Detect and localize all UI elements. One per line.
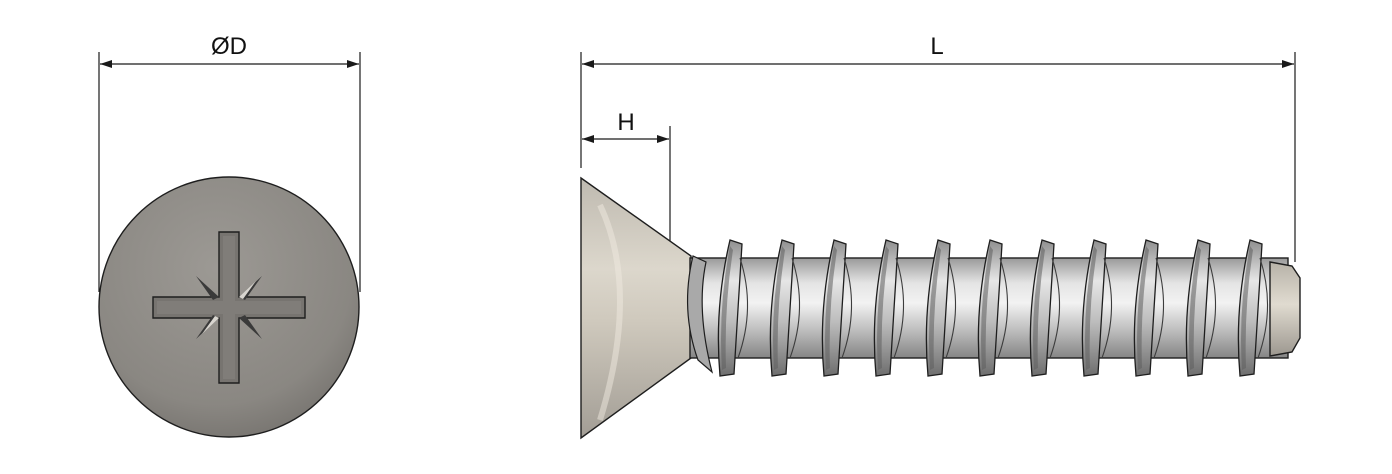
thread-turn xyxy=(717,239,749,377)
thread-turn xyxy=(1029,239,1061,377)
thread-turn xyxy=(977,239,1009,377)
thread-turn xyxy=(1185,239,1217,377)
thread-turn xyxy=(925,239,957,377)
length-label: L xyxy=(930,33,943,60)
thread-turn xyxy=(1237,239,1269,377)
thread-lead-in xyxy=(686,255,714,374)
countersunk-head xyxy=(580,176,692,440)
head-top-view: ØD xyxy=(98,33,361,438)
thread-turn xyxy=(1081,239,1113,377)
head-height-label: H xyxy=(617,109,634,136)
thread-turns xyxy=(686,239,1269,377)
screw-tip xyxy=(1269,261,1301,357)
diameter-label: ØD xyxy=(211,33,247,60)
pozidriv-recess-icon xyxy=(152,231,306,384)
thread-turn xyxy=(873,239,905,377)
thread-turn xyxy=(769,239,801,377)
thread-turn xyxy=(821,239,853,377)
thread-turn xyxy=(1133,239,1165,377)
screw-side-view: L H xyxy=(580,33,1301,440)
